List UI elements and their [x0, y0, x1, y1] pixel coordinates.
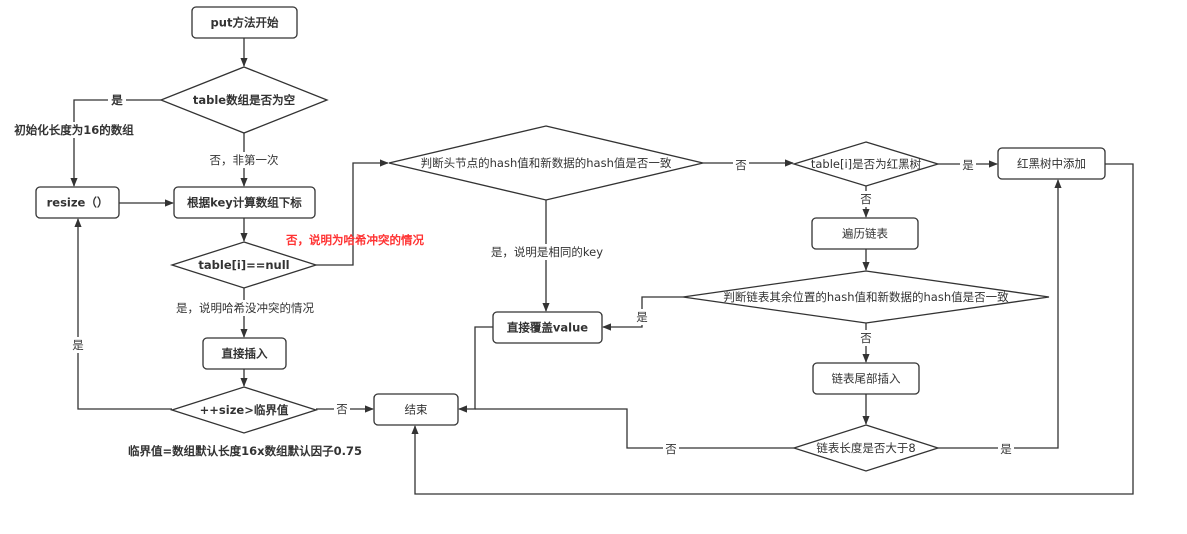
- edge-gt8-yes-to-tree-add: [938, 179, 1062, 449]
- label-tree-no: 否: [860, 192, 872, 206]
- label-same-key: 是，说明是相同的key: [491, 245, 603, 259]
- label-threshold-note: 临界值=数组默认长度16x数组默认因子0.75: [128, 444, 362, 458]
- node-size-check: ++size>临界值: [169, 386, 319, 434]
- label-collision: 否，说明为哈希冲突的情况: [285, 233, 424, 247]
- node-tail-insert: 链表尾部插入: [812, 362, 920, 395]
- node-list-gt8-label: 链表长度是否大于8: [816, 441, 915, 455]
- edge-slot-null-no-to-head-hash: [316, 159, 389, 266]
- edge-labels: 是 初始化长度为16的数组 否，非第一次 否，说明为哈希冲突的情况 是，说明哈希…: [10, 92, 1014, 458]
- label-resize-yes: 是: [72, 338, 84, 352]
- node-rest-hash-equal: 判断链表其余位置的hash值和新数据的hash值是否一致: [682, 270, 1050, 324]
- node-traverse-list-label: 遍历链表: [842, 227, 888, 241]
- node-tree-add: 红黑树中添加: [997, 147, 1106, 180]
- label-rest-no: 否: [860, 331, 872, 345]
- label-gt8-yes: 是: [1000, 442, 1012, 456]
- label-head-no: 否: [735, 158, 747, 172]
- label-empty-yes: 是: [110, 93, 123, 107]
- node-compute-index-label: 根据key计算数组下标: [187, 196, 302, 210]
- node-direct-insert-label: 直接插入: [222, 347, 268, 361]
- node-direct-insert: 直接插入: [202, 337, 287, 370]
- node-start-label: put方法开始: [211, 16, 279, 30]
- label-rest-yes: 是: [636, 310, 648, 324]
- label-init-16: 初始化长度为16的数组: [14, 123, 134, 137]
- node-slot-null: table[i]==null: [169, 241, 319, 289]
- node-is-tree: table[i]是否为红黑树: [791, 141, 941, 187]
- node-compute-index: 根据key计算数组下标: [173, 186, 316, 219]
- node-tail-insert-label: 链表尾部插入: [832, 372, 901, 386]
- node-resize: resize（）: [35, 186, 120, 219]
- edge-size-yes-to-resize: [74, 218, 172, 410]
- edges: [70, 38, 1134, 495]
- edge-gt8-no-to-end: [475, 408, 794, 449]
- node-end: 结束: [373, 393, 459, 426]
- label-empty-no: 否，非第一次: [210, 153, 279, 167]
- node-size-check-label: ++size>临界值: [200, 403, 289, 417]
- node-head-hash-equal-label: 判断头节点的hash值和新数据的hash值是否一致: [421, 156, 672, 170]
- label-size-no: 否: [336, 402, 348, 416]
- node-slot-null-label: table[i]==null: [198, 258, 289, 272]
- label-no-collision: 是，说明哈希没冲突的情况: [176, 301, 314, 315]
- label-tree-yes: 是: [962, 158, 974, 172]
- node-is-tree-label: table[i]是否为红黑树: [811, 157, 922, 171]
- node-traverse-list: 遍历链表: [811, 217, 919, 250]
- edge-empty-yes-to-resize: [70, 99, 161, 187]
- node-is-table-empty: table数组是否为空: [159, 66, 329, 134]
- node-overwrite-value: 直接覆盖value: [492, 311, 603, 344]
- node-list-gt8: 链表长度是否大于8: [791, 424, 941, 472]
- node-overwrite-value-label: 直接覆盖value: [507, 321, 588, 335]
- edge-tree-add-to-end: [411, 163, 1134, 495]
- node-rest-hash-equal-label: 判断链表其余位置的hash值和新数据的hash值是否一致: [723, 290, 1009, 304]
- label-gt8-no: 否: [665, 442, 677, 456]
- node-end-label: 结束: [405, 403, 428, 417]
- node-resize-label: resize（）: [47, 196, 109, 210]
- node-start: put方法开始: [191, 6, 298, 39]
- edge-overwrite-to-end: [458, 326, 493, 413]
- node-tree-add-label: 红黑树中添加: [1017, 157, 1086, 171]
- nodes: put方法开始 table数组是否为空 resize（） 根据key计算数组下标…: [35, 6, 1106, 472]
- node-is-table-empty-label: table数组是否为空: [193, 93, 295, 107]
- node-head-hash-equal: 判断头节点的hash值和新数据的hash值是否一致: [388, 125, 704, 201]
